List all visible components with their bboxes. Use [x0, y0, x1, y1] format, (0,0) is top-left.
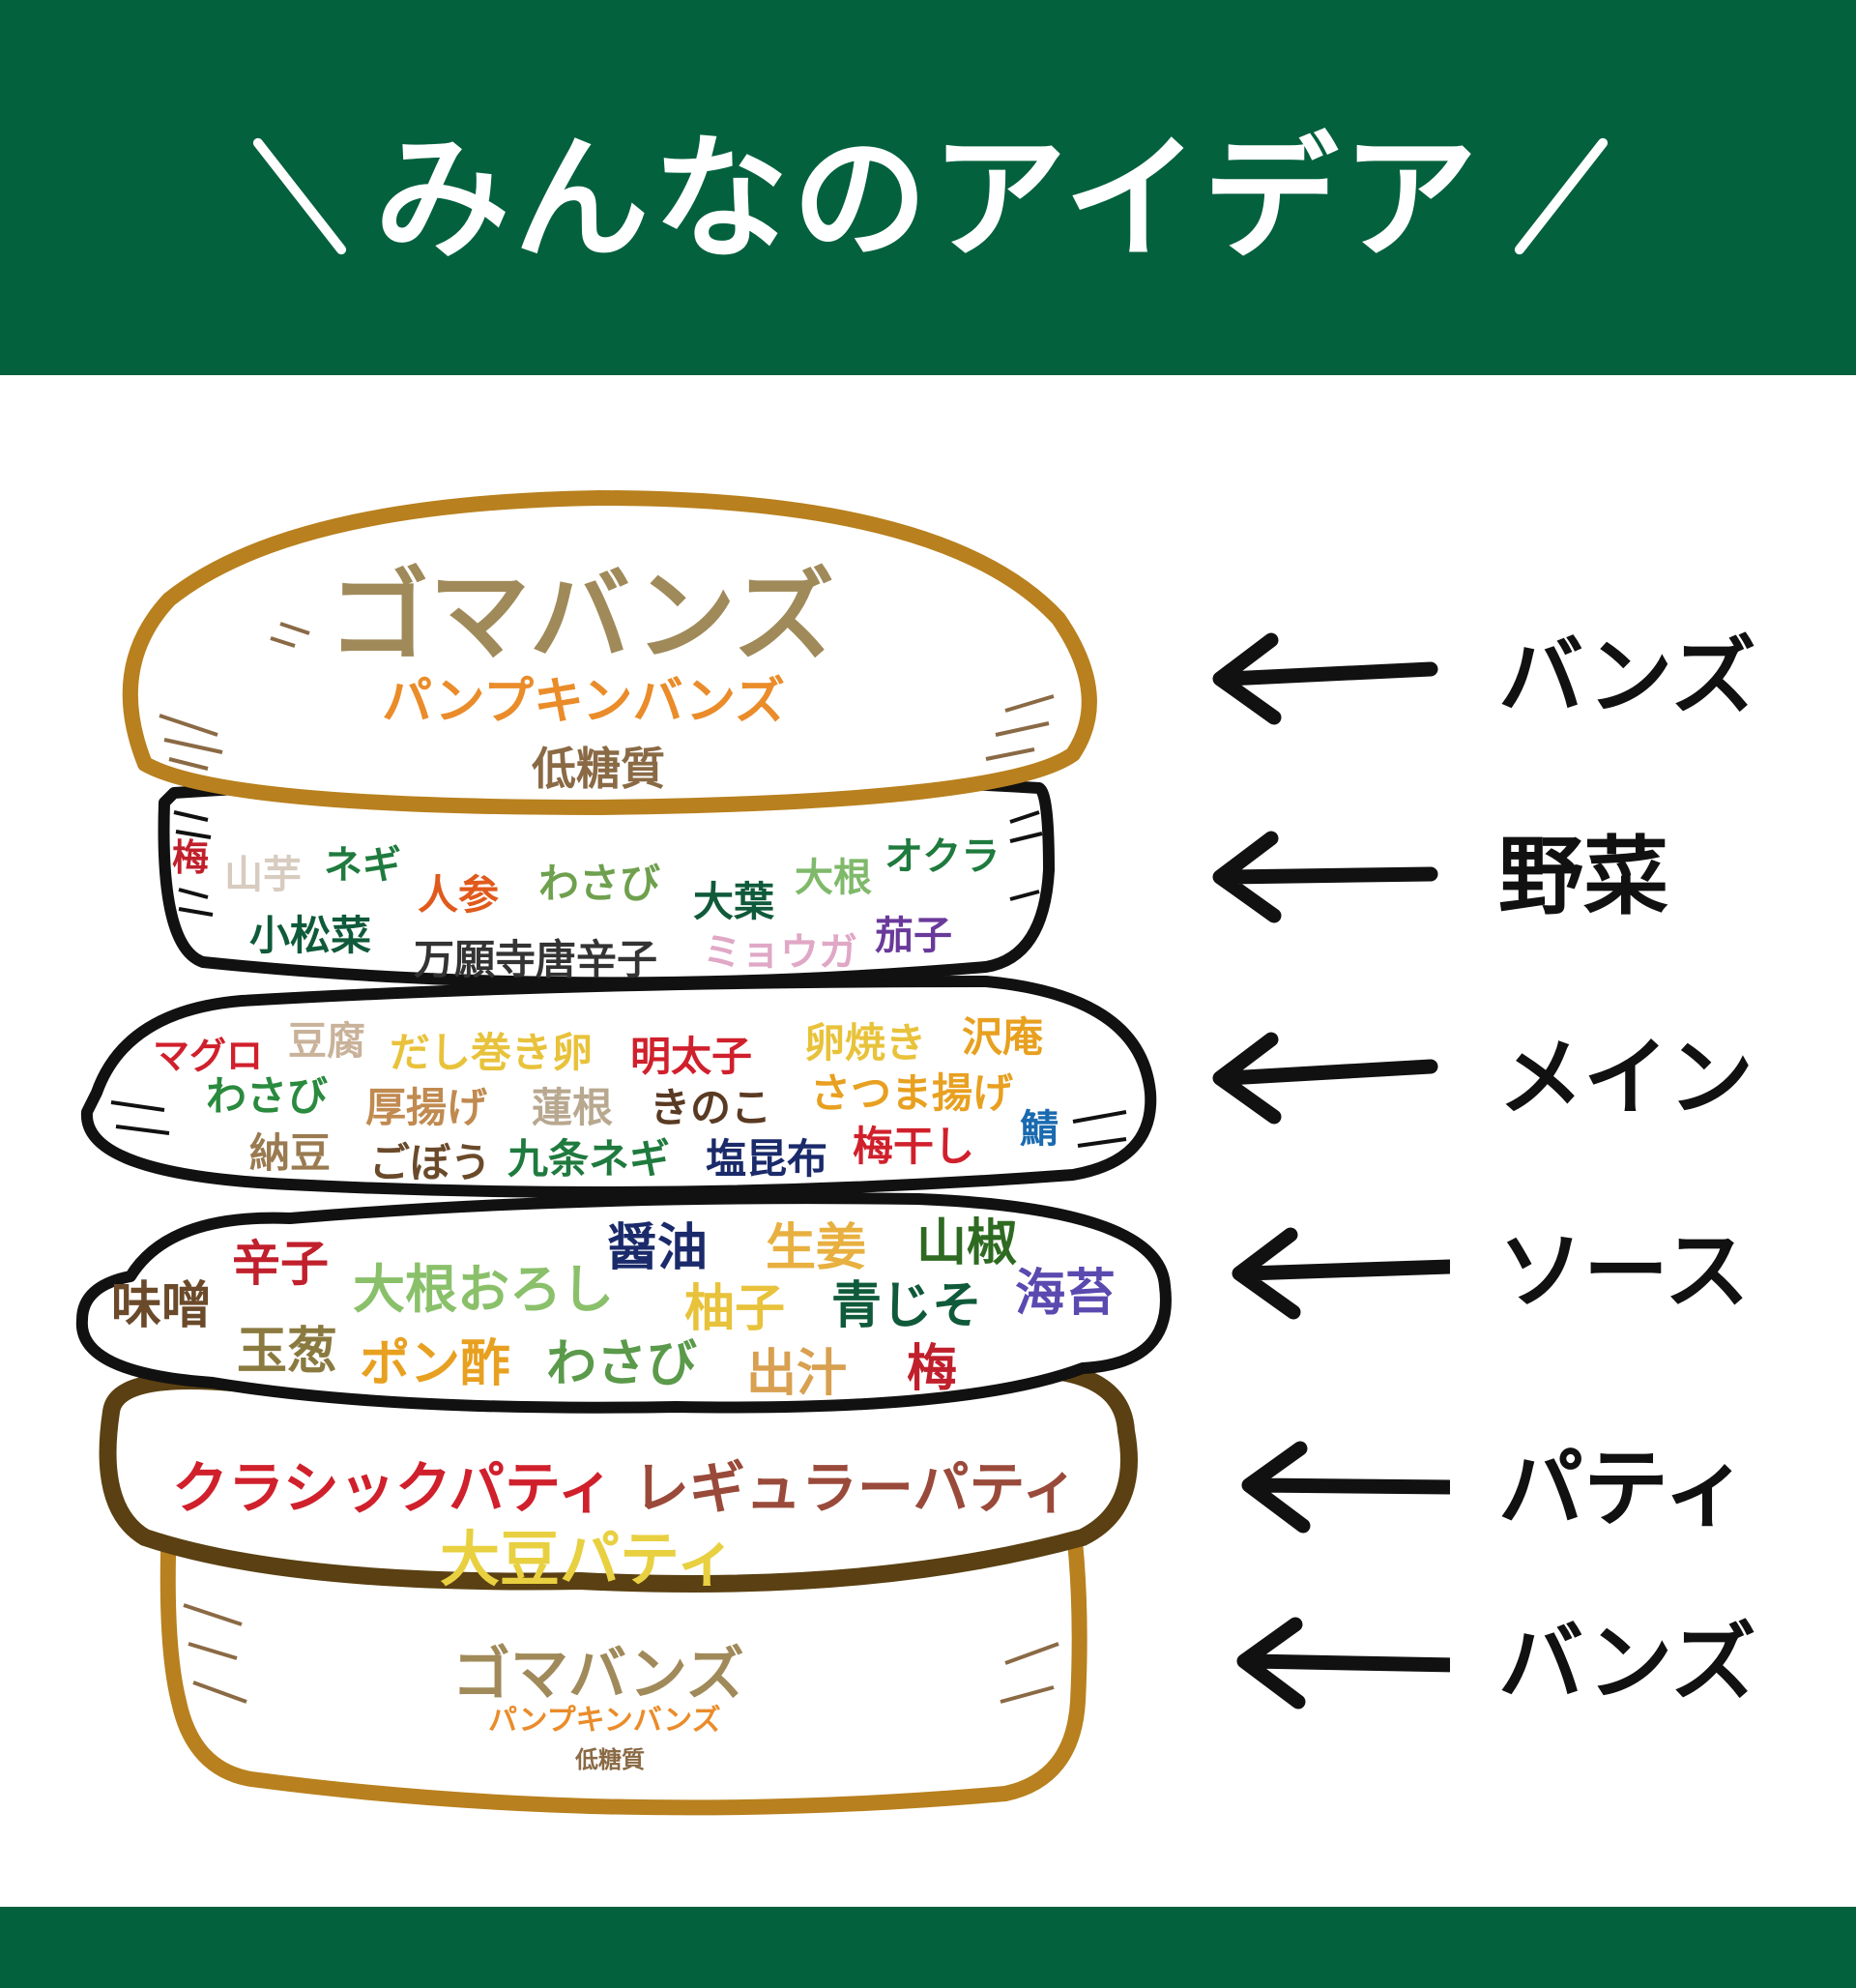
- topping-word: 蓮根: [532, 1084, 614, 1131]
- topping-word: 沢庵: [962, 1013, 1044, 1061]
- left-arrow-icon: [1212, 831, 1438, 923]
- topping-word: 鯖: [1020, 1107, 1058, 1152]
- topping-word: 梅: [907, 1340, 958, 1398]
- left-arrow-icon: [1236, 1617, 1450, 1710]
- topping-word: 出汁: [746, 1345, 848, 1403]
- left-arrow-icon: [1232, 1227, 1450, 1320]
- legend-row-patty: パティ: [1199, 1431, 1837, 1547]
- legend-row-buns-top: バンズ: [1199, 619, 1837, 735]
- topping-word: 味噌: [111, 1277, 213, 1335]
- topping-word: パンプキンバンズ: [488, 1704, 721, 1738]
- topping-word: 納豆: [249, 1129, 332, 1177]
- topping-word: 大豆パティ: [440, 1524, 737, 1594]
- page-title: みんなのアイデア: [374, 121, 1482, 278]
- topping-word: ポン酢: [360, 1335, 511, 1393]
- topping-word: 辛子: [232, 1236, 329, 1292]
- topping-word: クラシックパティ: [172, 1455, 614, 1521]
- topping-word: 山芋: [224, 853, 302, 897]
- topping-word: 生姜: [766, 1219, 867, 1277]
- legend-label: パティ: [1498, 1439, 1749, 1538]
- topping-word: 醤油: [607, 1219, 709, 1277]
- topping-word: わさび: [206, 1072, 329, 1120]
- legend-label: メイン: [1498, 1028, 1754, 1127]
- legend-label: 野菜: [1498, 827, 1669, 926]
- topping-word: 青じそ: [831, 1277, 983, 1335]
- topping-word: わさび: [538, 860, 661, 907]
- topping-word: オクラ: [884, 834, 1000, 879]
- sauce-outline: [75, 1192, 1172, 1414]
- footer-band: [0, 1907, 1856, 1988]
- topping-word: わさび: [546, 1335, 698, 1393]
- legend-row-sauce: ソース: [1199, 1213, 1837, 1330]
- legend-label: バンズ: [1498, 627, 1756, 726]
- legend-row-buns-bottom: バンズ: [1199, 1605, 1837, 1721]
- topping-word: レギュラーパティ: [633, 1455, 1078, 1521]
- topping-word: 人参: [418, 871, 500, 919]
- topping-word: 大葉: [693, 878, 775, 925]
- topping-word: 茄子: [875, 914, 952, 958]
- topping-word: ゴマバンズ: [329, 557, 835, 675]
- topping-word: 塩昆布: [706, 1135, 828, 1183]
- topping-word: ゴマバンズ: [452, 1641, 744, 1709]
- header-banner: みんなのアイデア: [0, 0, 1856, 375]
- topping-word: きのこ: [650, 1084, 772, 1131]
- topping-word: 低糖質: [532, 743, 665, 795]
- legend-label: バンズ: [1498, 1613, 1756, 1712]
- topping-word: だし巻き卵: [390, 1029, 594, 1076]
- bottom-bun-shading: [183, 1603, 1059, 1704]
- topping-word: 梅干し: [853, 1123, 975, 1170]
- topping-word: マグロ: [153, 1035, 264, 1077]
- topping-word: 山椒: [916, 1214, 1018, 1272]
- vegetable-layer-shading: [173, 810, 1043, 917]
- topping-word: さつま揚げ: [810, 1069, 1014, 1117]
- topping-word: 豆腐: [288, 1019, 365, 1064]
- topping-word: 梅: [172, 836, 210, 879]
- topping-word: 玉葱: [237, 1323, 338, 1381]
- topping-word: 明太子: [630, 1033, 753, 1080]
- topping-word: パンプキンバンズ: [382, 673, 786, 731]
- topping-word: 大根: [795, 856, 872, 900]
- topping-word: 厚揚げ: [365, 1084, 488, 1131]
- topping-word: 大根おろし: [353, 1259, 614, 1320]
- left-arrow-icon: [1212, 632, 1438, 725]
- top-bun-shading: [159, 622, 1055, 771]
- topping-word: ネギ: [324, 843, 401, 888]
- topping-word: 海苔: [1015, 1265, 1116, 1323]
- legend-label: ソース: [1498, 1221, 1750, 1321]
- top-bun-outline: [122, 490, 1097, 815]
- left-arrow-icon: [1212, 1032, 1438, 1125]
- topping-word: 低糖質: [575, 1746, 645, 1773]
- bottom-bun-outline: [160, 1515, 1088, 1816]
- main-layer-shading: [110, 1100, 1127, 1148]
- left-arrow-icon: [1241, 1441, 1450, 1534]
- topping-word: 柚子: [684, 1280, 786, 1338]
- topping-word: 小松菜: [249, 912, 372, 959]
- legend-row-main: メイン: [1199, 1020, 1837, 1136]
- topping-word: 万願寺唐辛子: [414, 936, 658, 983]
- main-layer-outline: [80, 976, 1157, 1198]
- topping-word: 卵焼き: [804, 1019, 927, 1067]
- topping-word: 九条ネギ: [508, 1135, 671, 1183]
- topping-word: ごぼう: [369, 1139, 492, 1186]
- topping-word: ミョウガ: [703, 930, 857, 975]
- legend-row-vegetables: 野菜: [1199, 819, 1837, 935]
